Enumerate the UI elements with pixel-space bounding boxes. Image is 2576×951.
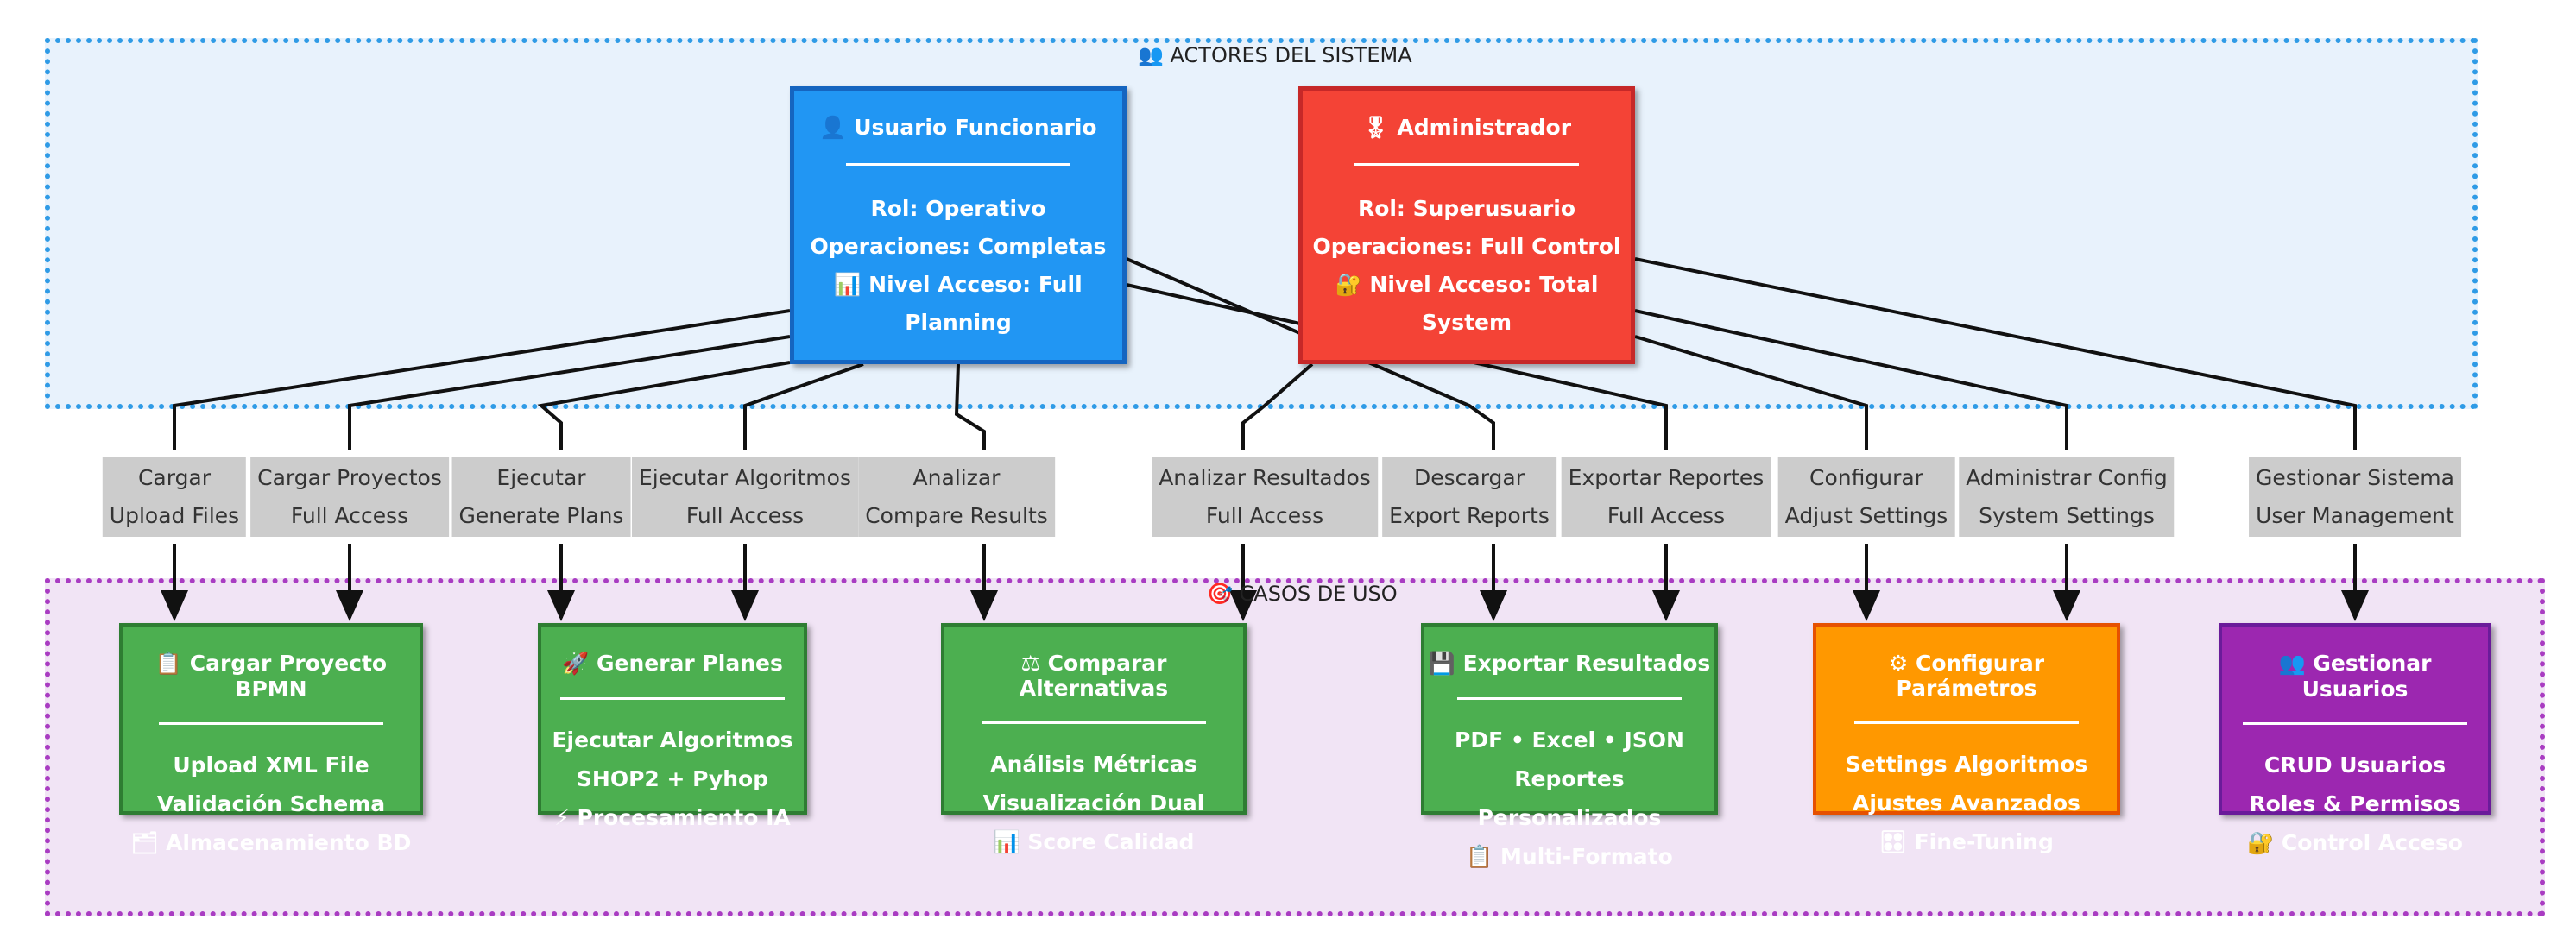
- floppy-disk-icon: 💾: [1428, 651, 1455, 676]
- use-case-line: CRUD Usuarios: [2263, 753, 2447, 778]
- use-case-line: Settings Algoritmos: [1845, 752, 2088, 777]
- use-case-line: 🔐 Control Acceso: [2247, 830, 2463, 855]
- clipboard-icon: 📋: [155, 651, 183, 676]
- actor-title-text: Administrador: [1397, 115, 1572, 140]
- divider: [1354, 163, 1579, 166]
- use-case-title-text: Configurar Parámetros: [1896, 651, 2045, 701]
- use-case-title: ⚙ Configurar Parámetros: [1816, 651, 2117, 701]
- use-case-title-text: Gestionar Usuarios: [2301, 651, 2432, 702]
- actor-title: 👤 Usuario Funcionario: [794, 115, 1122, 141]
- edge-line-3: [743, 362, 864, 450]
- use-case-line: Reportes Personalizados: [1477, 766, 1662, 830]
- edge-line-8: [1634, 335, 1868, 450]
- user-icon: 👤: [819, 115, 847, 140]
- actor-line: Planning: [905, 310, 1012, 335]
- people-icon: 👥: [2278, 651, 2306, 676]
- actor-title: 🎖 Administrador: [1303, 115, 1631, 141]
- use-case-line: SHOP2 + Pyhop: [576, 766, 769, 791]
- divider: [982, 721, 1206, 724]
- use-case-configurar-parametros[interactable]: ⚙ Configurar Parámetros Settings Algorit…: [1813, 623, 2120, 854]
- use-case-line: PDF • Excel • JSON: [1455, 727, 1684, 753]
- rocket-icon: 🚀: [562, 651, 590, 676]
- use-case-line: Validación Schema: [156, 791, 386, 816]
- use-cases-cluster-title-text: CASOS DE USO: [1239, 582, 1398, 606]
- edge-line-4: [954, 363, 986, 450]
- actor-usuario-funcionario[interactable]: 👤 Usuario Funcionario Rol: Operativo Ope…: [790, 86, 1127, 364]
- use-case-line: 🗂 Almacenamiento BD: [130, 830, 412, 855]
- use-case-line: Análisis Métricas: [990, 752, 1197, 777]
- use-case-title-text: Cargar Proyecto BPMN: [189, 651, 388, 702]
- edge-line-5: [1241, 362, 1314, 450]
- edge-line-2: [537, 361, 791, 450]
- use-case-title-text: Exportar Resultados: [1462, 651, 1711, 676]
- actor-line: Operaciones: Completas: [810, 234, 1107, 259]
- edge-line-9: [1634, 309, 2068, 450]
- use-case-cargar-proyecto[interactable]: 📋 Cargar Proyecto BPMN Upload XML File V…: [119, 623, 423, 855]
- use-case-exportar-resultados[interactable]: 💾 Exportar Resultados PDF • Excel • JSON…: [1421, 623, 1718, 869]
- actor-administrador[interactable]: 🎖 Administrador Rol: Superusuario Operac…: [1298, 86, 1635, 364]
- target-icon: 🎯: [1207, 582, 1233, 606]
- divider: [846, 163, 1070, 166]
- use-case-line: Ajustes Avanzados: [1853, 790, 2080, 816]
- divider: [1457, 697, 1682, 700]
- use-case-line: Visualización Dual: [982, 790, 1205, 816]
- use-case-title: 💾 Exportar Resultados: [1424, 651, 1714, 677]
- actor-title-text: Usuario Funcionario: [854, 115, 1097, 140]
- use-case-gestionar-usuarios[interactable]: 👥 Gestionar Usuarios CRUD Usuarios Roles…: [2219, 623, 2491, 855]
- edge-line-0: [173, 309, 791, 450]
- actor-line: System: [1421, 310, 1512, 335]
- gear-icon: ⚙: [1888, 651, 1909, 676]
- divider: [1854, 721, 2079, 724]
- use-case-title-text: Generar Planes: [597, 651, 783, 676]
- divider: [159, 722, 383, 725]
- use-case-title-text: Comparar Alternativas: [1019, 651, 1169, 701]
- edge-line-6: [1126, 257, 1495, 450]
- actor-line: Rol: Operativo: [870, 196, 1046, 221]
- people-icon: 👥: [1138, 43, 1164, 67]
- use-case-title: 📋 Cargar Proyecto BPMN: [123, 651, 420, 702]
- actors-cluster-title: 👥 ACTORES DEL SISTEMA: [1138, 43, 1412, 67]
- medal-icon: 🎖: [1361, 115, 1390, 140]
- use-case-comparar-alternativas[interactable]: ⚖ Comparar Alternativas Análisis Métrica…: [941, 623, 1247, 854]
- use-case-line: Roles & Permisos: [2249, 791, 2461, 816]
- use-case-title: ⚖ Comparar Alternativas: [944, 651, 1243, 701]
- actor-line: Operaciones: Full Control: [1312, 234, 1621, 259]
- divider: [2243, 722, 2467, 725]
- use-case-line: ⚡ Procesamiento IA: [554, 805, 791, 830]
- actor-line: 🔐 Nivel Acceso: Total: [1335, 272, 1599, 297]
- actor-line: Rol: Superusuario: [1357, 196, 1576, 221]
- use-case-line: Upload XML File: [173, 753, 369, 778]
- actors-cluster: [45, 38, 2478, 409]
- use-cases-cluster: [45, 578, 2545, 916]
- use-case-line: Ejecutar Algoritmos: [552, 727, 793, 753]
- use-case-title: 🚀 Generar Planes: [541, 651, 804, 677]
- divider: [560, 697, 785, 700]
- use-case-line: 🎛 Fine-Tuning: [1879, 829, 2054, 854]
- edge-line-1: [348, 335, 791, 450]
- use-case-title: 👥 Gestionar Usuarios: [2222, 651, 2488, 702]
- edge-line-10: [1634, 257, 2357, 450]
- use-cases-cluster-title: 🎯 CASOS DE USO: [1207, 582, 1398, 606]
- actors-cluster-title-text: ACTORES DEL SISTEMA: [1170, 43, 1412, 67]
- use-case-generar-planes[interactable]: 🚀 Generar Planes Ejecutar Algoritmos SHO…: [538, 623, 807, 830]
- use-case-line: 📊 Score Calidad: [993, 829, 1195, 854]
- scales-icon: ⚖: [1020, 651, 1040, 676]
- use-case-line: 📋 Multi-Formato: [1466, 844, 1673, 869]
- actor-line: 📊 Nivel Acceso: Full: [834, 272, 1083, 297]
